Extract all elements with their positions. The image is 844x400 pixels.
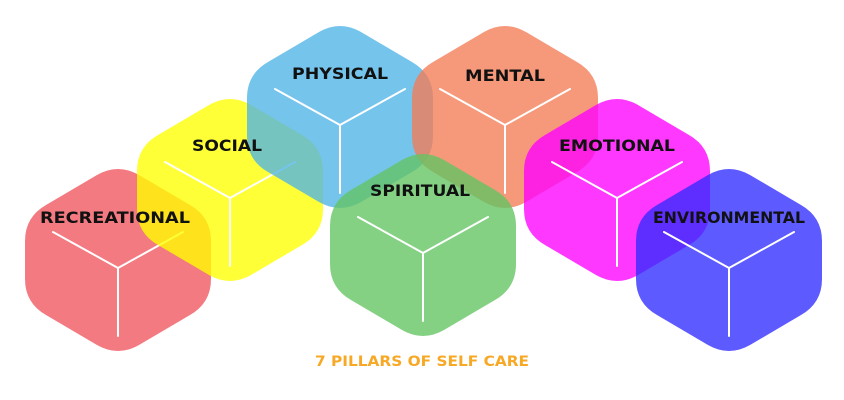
cube-physical xyxy=(247,26,433,208)
cube-mental-edges xyxy=(439,88,571,194)
cube-environmental xyxy=(636,169,822,351)
cube-emotional-edges xyxy=(551,161,683,267)
cube-environmental-shape xyxy=(636,169,822,351)
cube-physical-edges xyxy=(274,88,406,194)
cube-environmental-edges xyxy=(663,231,795,337)
label-social: SOCIAL xyxy=(192,136,262,155)
label-physical: PHYSICAL xyxy=(292,64,388,83)
cube-spiritual-edges xyxy=(357,216,489,322)
label-spiritual: SPIRITUAL xyxy=(370,181,470,200)
diagram-caption: 7 PILLARS OF SELF CARE xyxy=(315,354,529,370)
cube-physical-shape xyxy=(247,26,433,208)
label-recreational: RECREATIONAL xyxy=(40,208,190,227)
cube-spiritual xyxy=(330,154,516,336)
label-emotional: EMOTIONAL xyxy=(559,136,675,155)
label-environmental: ENVIRONMENTAL xyxy=(653,208,805,227)
label-mental: MENTAL xyxy=(465,66,545,85)
cube-spiritual-shape xyxy=(330,154,516,336)
